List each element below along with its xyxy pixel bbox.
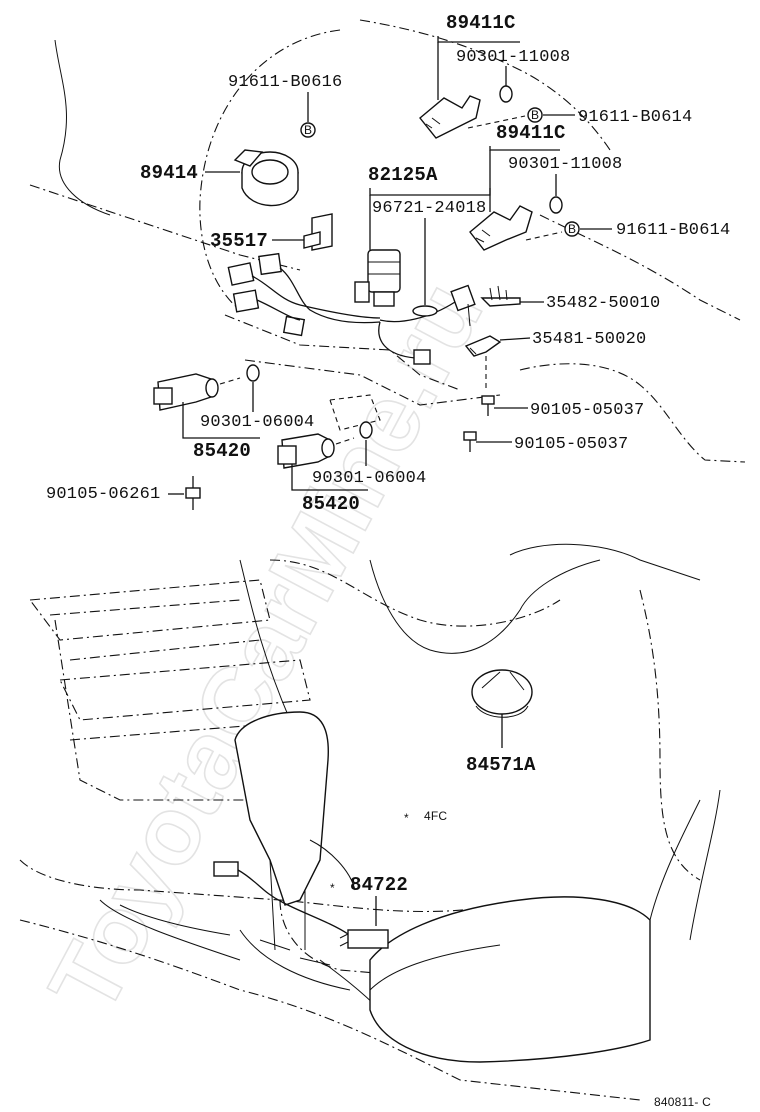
callout-91611-b0614-top: 91611-B0614 bbox=[578, 108, 692, 127]
bolt-b-marker-mid bbox=[564, 221, 580, 237]
floor-outline-b bbox=[244, 359, 501, 406]
speed-sensor-89411c-mid bbox=[469, 205, 533, 251]
callout-35481-50020: 35481-50020 bbox=[532, 330, 646, 349]
lamp-84571a bbox=[471, 669, 533, 718]
bolt-90105-05037-a bbox=[481, 395, 495, 416]
figure-id: 840811- C bbox=[654, 1095, 711, 1109]
o-ring-mid bbox=[549, 196, 563, 214]
shift-knob bbox=[234, 711, 356, 951]
sensor-89414 bbox=[233, 149, 299, 207]
callout-82125a: 82125A bbox=[368, 164, 438, 186]
callout-85420-b: 85420 bbox=[302, 493, 360, 515]
clamp-35482-50010 bbox=[467, 285, 521, 327]
body-outline-right bbox=[539, 214, 741, 321]
callout-90301-06004-a: 90301-06004 bbox=[200, 413, 314, 432]
callout-90301-11008-top: 90301-11008 bbox=[456, 48, 570, 67]
clamp-35481-50020 bbox=[464, 335, 502, 357]
callout-96721-24018: 96721-24018 bbox=[372, 199, 486, 218]
bolt-b-marker-top-left bbox=[300, 122, 316, 138]
bolt-b-marker-text: B bbox=[304, 123, 312, 137]
callout-91611-b0614-mid: 91611-B0614 bbox=[616, 221, 730, 240]
o-ring-top bbox=[499, 85, 513, 103]
bolt-b-marker-top-right bbox=[527, 107, 543, 123]
callout-85420-a: 85420 bbox=[193, 440, 251, 462]
floor-outline-a bbox=[224, 314, 461, 391]
wire-harness-82125a bbox=[227, 249, 476, 365]
callout-89411c-mid: 89411C bbox=[496, 122, 566, 144]
gasket-85420-b bbox=[359, 421, 373, 439]
callout-90301-06004-b: 90301-06004 bbox=[312, 469, 426, 488]
callout-90105-06261: 90105-06261 bbox=[46, 485, 160, 504]
switch-85420-a bbox=[153, 373, 219, 411]
gasket-85420-a bbox=[246, 364, 260, 382]
bolt-90105-06261 bbox=[185, 476, 201, 510]
bolt-b-marker-text: B bbox=[531, 108, 539, 122]
callout-84722-asterisk: * bbox=[330, 881, 335, 895]
body-outline-left bbox=[54, 39, 111, 216]
callout-90301-11008-mid: 90301-11008 bbox=[508, 155, 622, 174]
callout-90105-05037-b: 90105-05037 bbox=[514, 435, 628, 454]
switch-84722 bbox=[213, 861, 389, 949]
callout-35517: 35517 bbox=[210, 230, 268, 252]
bracket-outline bbox=[329, 394, 381, 431]
body-outline-circle bbox=[199, 29, 341, 311]
callout-84722: 84722 bbox=[350, 874, 408, 896]
floor-outline-c bbox=[519, 363, 746, 463]
note-asterisk: * bbox=[404, 811, 409, 825]
callout-91611-b0616: 91611-B0616 bbox=[228, 73, 342, 92]
switch-85420-b bbox=[277, 433, 335, 469]
bolt-b-marker-text: B bbox=[568, 222, 576, 236]
callout-35482-50010: 35482-50010 bbox=[546, 294, 660, 313]
callout-89411c-top: 89411C bbox=[446, 12, 516, 34]
callout-90105-05037-a: 90105-05037 bbox=[530, 401, 644, 420]
note-4fc: 4FC bbox=[424, 809, 447, 823]
bracket-35517 bbox=[303, 213, 333, 251]
speed-sensor-89411c-top bbox=[419, 95, 481, 139]
body-outline-top bbox=[359, 19, 611, 151]
callout-89414: 89414 bbox=[140, 162, 198, 184]
console-armrest bbox=[369, 896, 651, 1063]
bolt-90105-05037-b bbox=[463, 431, 477, 452]
callout-84571a: 84571A bbox=[466, 754, 536, 776]
